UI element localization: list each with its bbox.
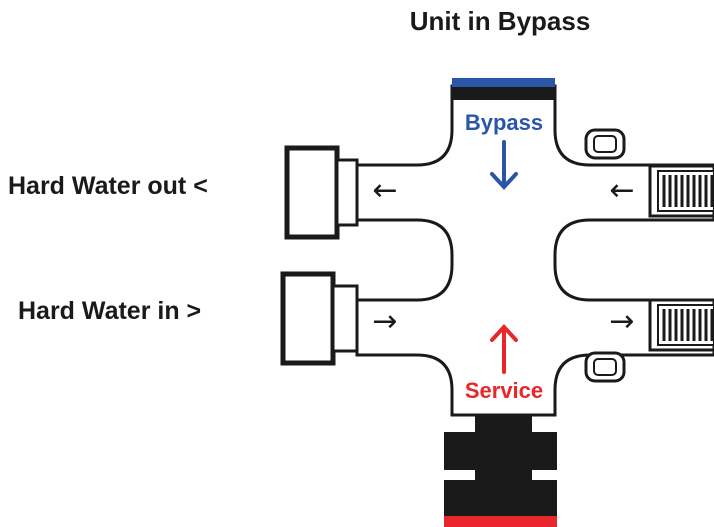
bypass-label: Bypass: [465, 110, 543, 135]
bottom-cap-red: [444, 516, 557, 527]
top-cap-black: [452, 87, 555, 100]
left-port-bottom: [280, 271, 336, 366]
top-cap-blue: [452, 78, 555, 87]
clip-bottom: [584, 351, 626, 383]
diagram-title: Unit in Bypass: [409, 6, 591, 36]
valve-body: [355, 84, 714, 417]
left-port-bottom-neck: [331, 284, 359, 353]
service-label: Service: [465, 378, 543, 403]
right-bottom-arrow-icon: →: [609, 304, 634, 339]
right-port-bottom: [648, 298, 714, 352]
bottom-stem: [444, 415, 557, 518]
hard-water-in-label: Hard Water in >: [18, 297, 202, 325]
hard-water-out-label: Hard Water out <: [8, 172, 208, 200]
left-port-top-neck: [335, 158, 359, 227]
clip-top: [584, 128, 626, 160]
right-port-top: [648, 164, 714, 218]
service-arrow-icon: [490, 324, 518, 374]
left-bottom-arrow-icon: →: [372, 304, 397, 339]
bypass-arrow-icon: [490, 140, 518, 190]
left-port-top: [284, 145, 340, 240]
left-top-arrow-icon: ←: [372, 173, 397, 208]
right-top-arrow-icon: ←: [609, 173, 634, 208]
